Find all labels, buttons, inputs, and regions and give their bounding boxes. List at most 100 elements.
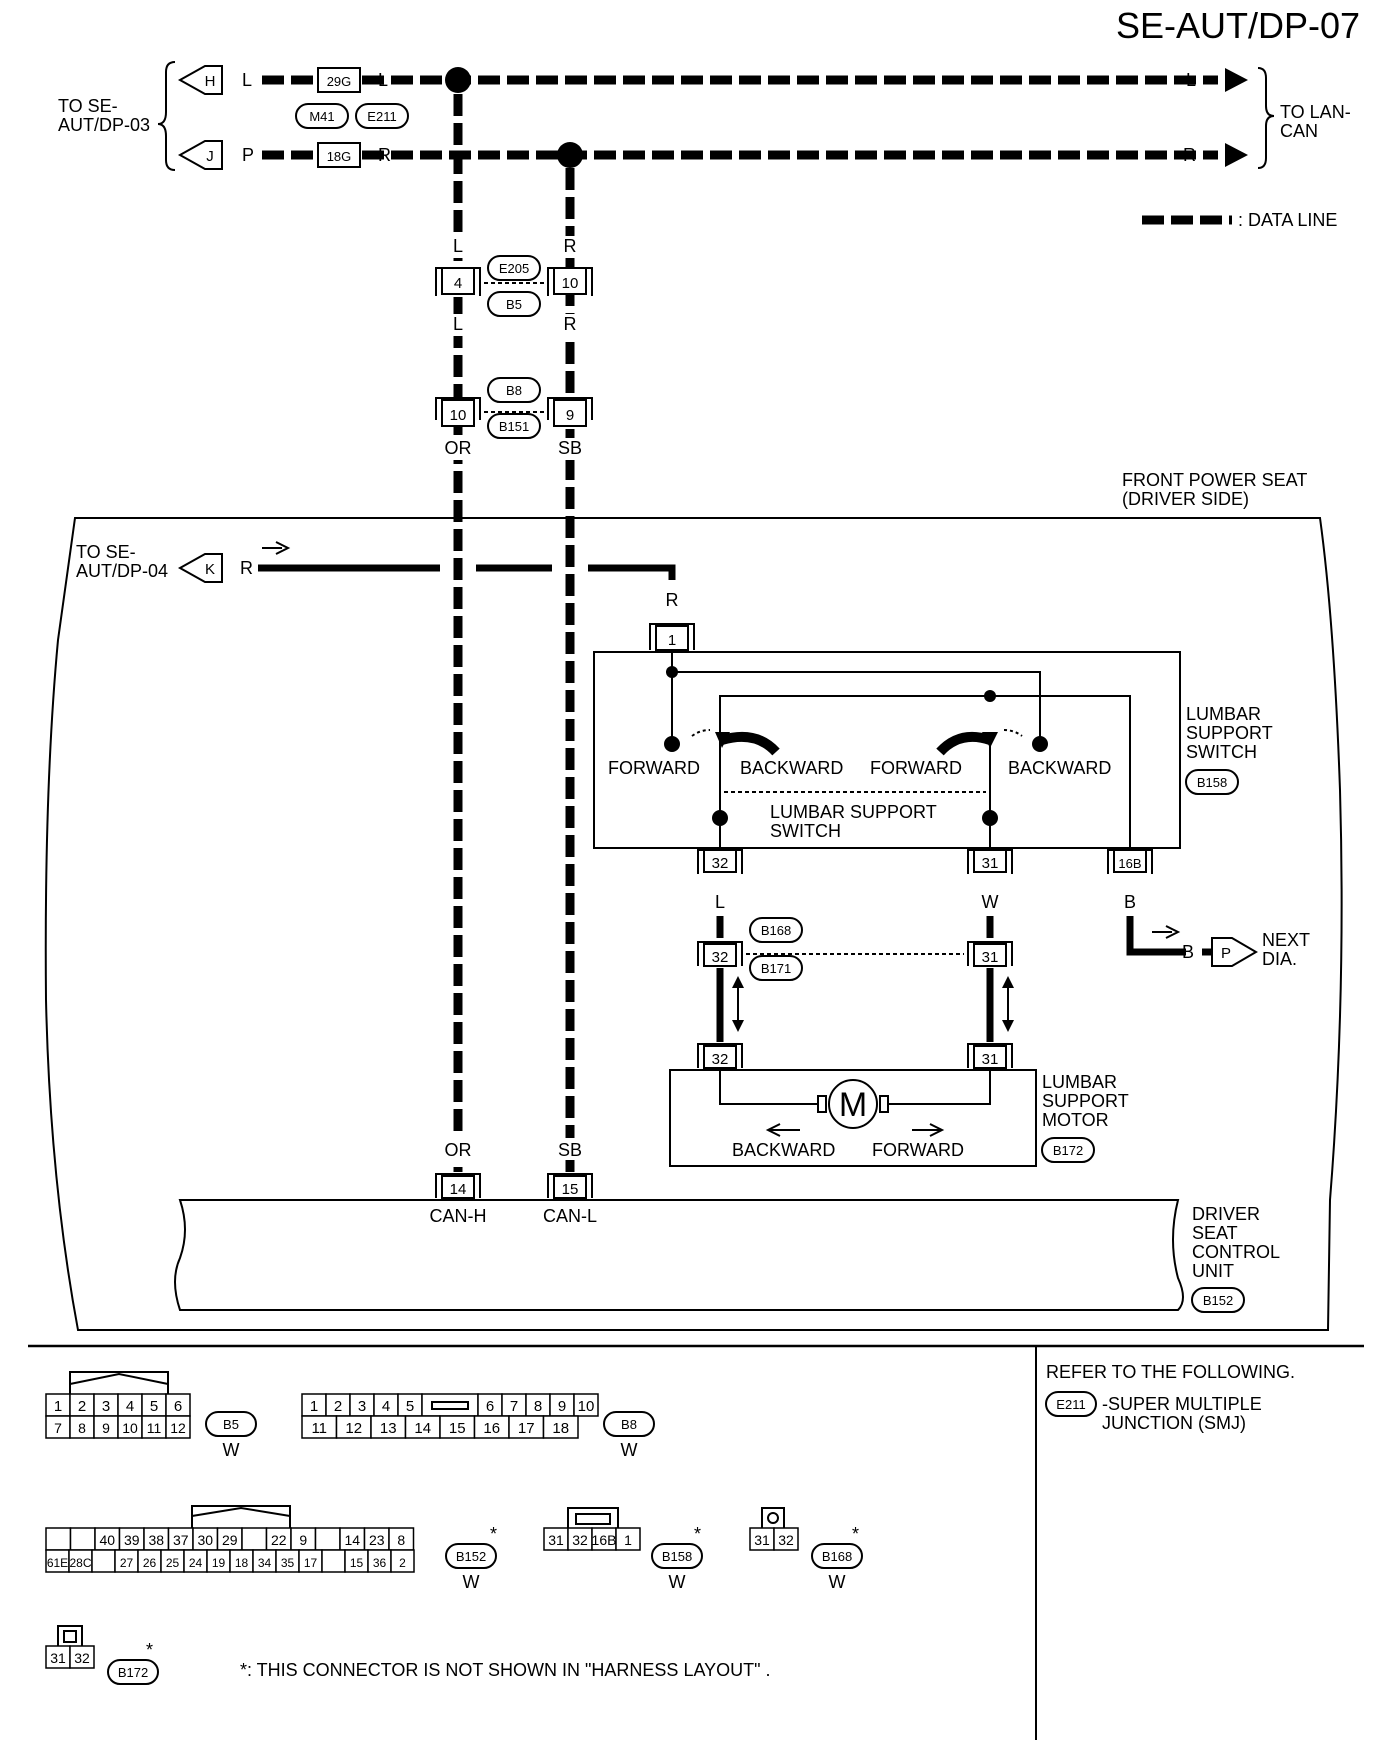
b8-top2-pin: 9	[558, 1398, 566, 1415]
connector-pin-10a	[553, 267, 587, 295]
wire-r-label-4: R	[564, 314, 577, 334]
b152-top-pin: 9	[299, 1532, 307, 1548]
marker-h-label: H	[205, 73, 216, 90]
face-b168-asterisk: *	[852, 1524, 859, 1544]
b172-cell	[69, 1645, 95, 1669]
connector-b151	[487, 413, 541, 439]
direction-arrow	[262, 541, 291, 555]
front-power-seat-label: FRONT POWER SEAT(DRIVER SIDE)	[1122, 470, 1307, 509]
b151-label: B151	[499, 419, 529, 434]
switch-contact-backward-2	[1032, 736, 1048, 752]
wire-w-label: W	[982, 892, 999, 912]
b5-bottom-pin: 12	[170, 1420, 186, 1436]
b8-bottom-cell	[542, 1415, 579, 1439]
pin-14-label: 14	[450, 1181, 467, 1198]
b152-bottom-pin: 26	[143, 1556, 157, 1570]
page-id: SE-AUT/DP-07	[1116, 5, 1360, 46]
wire-r-label-5: R	[240, 558, 253, 578]
connector-pin-32-switch	[703, 849, 737, 873]
connector-b8	[487, 377, 541, 403]
face-tag-b5	[205, 1411, 257, 1437]
not-shown-note: *: THIS CONNECTOR IS NOT SHOWN IN "HARNE…	[240, 1660, 771, 1680]
pin-1-label: 1	[668, 632, 676, 649]
b5-label: B5	[506, 297, 522, 312]
to-se-aut-dp04-label: TO SE-AUT/DP-04	[76, 542, 168, 581]
connector-e211-ref	[1045, 1391, 1097, 1417]
b8-bottom-pin: 11	[311, 1420, 327, 1437]
pin-32-motor-label: 32	[712, 1051, 729, 1068]
wire-l-label-1: L	[242, 70, 252, 90]
b8-bottom-pin: 12	[345, 1420, 362, 1437]
e211-label: E211	[367, 109, 396, 124]
b152-bottom-pin: 28C	[69, 1556, 91, 1570]
b8-top-pin: 5	[406, 1398, 414, 1415]
pin-10b-label: 10	[450, 407, 467, 424]
b5-bottom-pin: 8	[78, 1420, 86, 1436]
can-l-label: CAN-L	[543, 1206, 597, 1226]
b152-top-pin: 14	[344, 1532, 360, 1548]
b8-bottom-pin: 15	[449, 1420, 466, 1437]
driver-seat-control-unit-box	[174, 1199, 1184, 1311]
face-tag-b5-label: B5	[223, 1417, 239, 1432]
wire-b-label-1: B	[1124, 892, 1136, 912]
wire-b-label-2: B	[1182, 942, 1194, 962]
to-lan-can-label: TO LAN-CAN	[1280, 102, 1351, 141]
b152-top-pin: 30	[197, 1532, 213, 1548]
switch-backward-label-2: BACKWARD	[1008, 758, 1111, 778]
face-b5-color: W	[223, 1440, 240, 1460]
b152-top-pin: 37	[173, 1532, 189, 1548]
wire-r-power	[258, 564, 676, 580]
b5-top-pin: 4	[126, 1398, 134, 1415]
b152-bottom-pin: 24	[189, 1556, 203, 1570]
b8-bottom-pin: 13	[380, 1420, 397, 1437]
b171-label: B171	[761, 961, 791, 976]
b152-top-cell	[314, 1527, 341, 1551]
legend-data-line-label: : DATA LINE	[1238, 210, 1337, 230]
b152-top-pin: 8	[397, 1532, 405, 1548]
face-b168-color: W	[829, 1572, 846, 1592]
right-brace	[1257, 67, 1275, 169]
face-b158-asterisk: *	[694, 1524, 701, 1544]
b152-top-pin: 39	[124, 1532, 140, 1548]
wire-l-label-6: L	[715, 892, 725, 912]
face-b158-color: W	[669, 1572, 686, 1592]
b158-label: B158	[1197, 775, 1227, 790]
face-tag-b8	[603, 1411, 655, 1437]
wire-or-label-2: OR	[445, 1140, 472, 1160]
switch-arm-right	[936, 732, 992, 756]
b152-bottom-pin: 15	[350, 1556, 364, 1570]
face-tag-b152	[445, 1543, 497, 1569]
connector-pin-32-mid	[703, 943, 737, 967]
b152-top-pin: 40	[99, 1532, 115, 1548]
wire-r-label-2: R	[1183, 145, 1196, 165]
b158-pin: 31	[548, 1532, 564, 1548]
wire-sb-label-1: SB	[558, 438, 582, 458]
face-tag-b158-label: B158	[662, 1549, 692, 1564]
b172-pin: 32	[74, 1650, 90, 1666]
b8-top2-pin: 8	[534, 1398, 542, 1415]
b152-bottom-pin: 19	[212, 1556, 226, 1570]
b8-bottom-pin: 16	[483, 1420, 500, 1437]
connector-pin-31-motor	[973, 1045, 1007, 1069]
connector-pin-31-mid	[973, 943, 1007, 967]
b5-bottom-pin: 9	[102, 1420, 110, 1436]
connector-b168	[749, 917, 803, 943]
b8-top2-pin: 6	[486, 1398, 494, 1415]
connector-b5	[487, 291, 541, 317]
b8-top-pin: 1	[310, 1398, 318, 1415]
b5-top-pin: 2	[78, 1398, 86, 1415]
switch-arm-left	[720, 732, 780, 756]
offpage-marker-j	[177, 140, 223, 170]
connector-pin-14	[441, 1175, 475, 1199]
b152-label: B152	[1203, 1293, 1233, 1308]
b8-top-pin: 4	[382, 1398, 390, 1415]
wire-l-label-5: L	[453, 314, 463, 334]
arrow-r-right	[1225, 143, 1248, 167]
b172-label: B172	[1053, 1143, 1083, 1158]
b152-top-pin: 23	[369, 1532, 385, 1548]
